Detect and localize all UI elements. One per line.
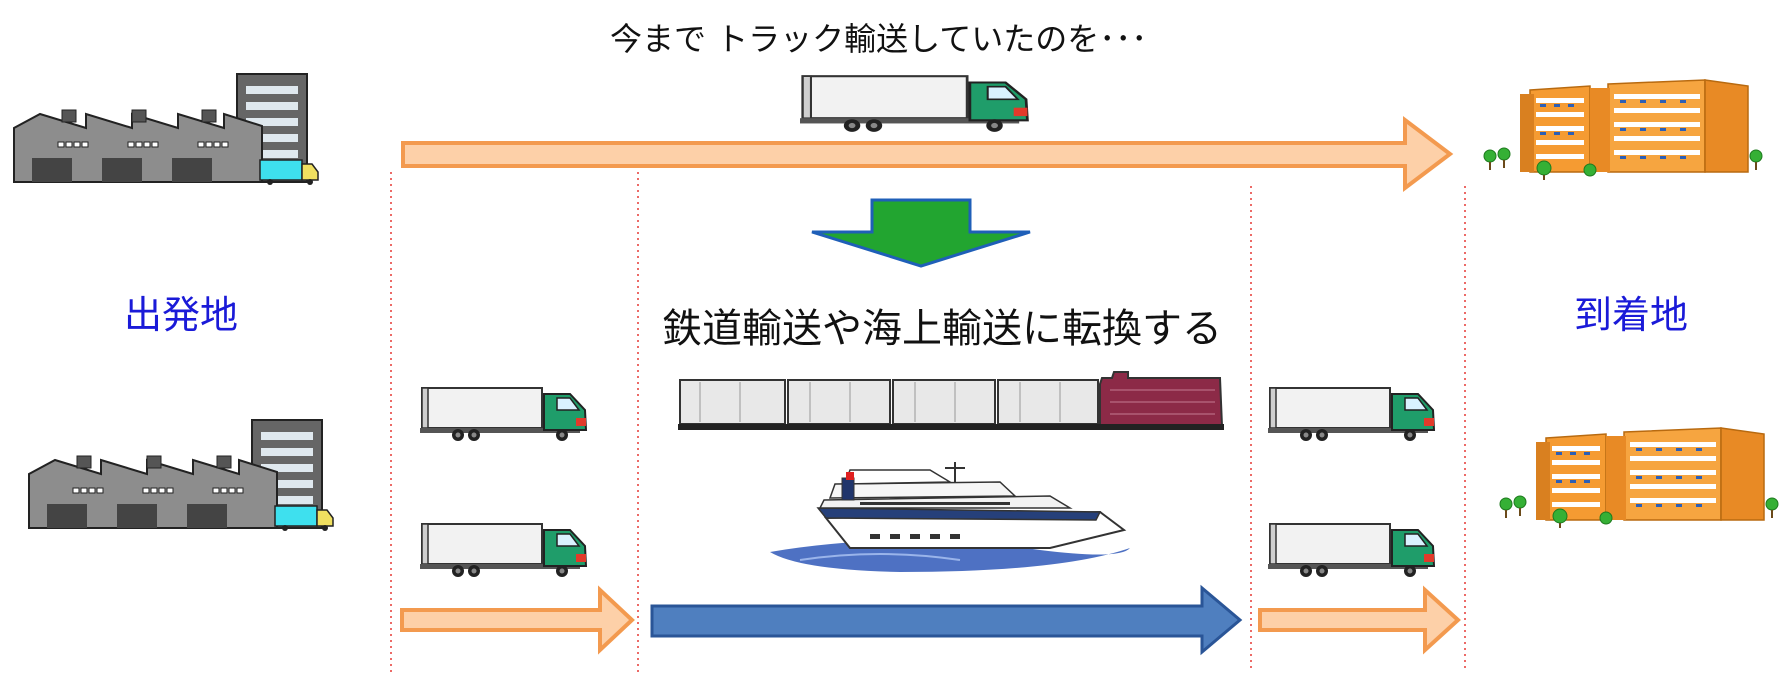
modal-shift-label: 鉄道輸送や海上輸送に転換する (662, 306, 1222, 352)
delivery-truck-arrow (1258, 585, 1461, 655)
delivery-truck-icon (1267, 387, 1435, 442)
pickup-truck-arrow (400, 585, 635, 655)
origin-factory-icon (13, 73, 319, 186)
freight-train-icon (678, 371, 1224, 430)
destination-apartment-building-icon (1483, 79, 1763, 181)
modal-shift-down-arrow (811, 198, 1031, 268)
delivery-truck-icon (1267, 523, 1435, 578)
destination-apartment-building-icon (1499, 427, 1779, 529)
truck-transport-arrow (401, 115, 1454, 193)
top-truck-icon (798, 74, 1029, 134)
destination-label: 到着地 (1574, 293, 1689, 337)
rail-sea-transport-arrow (650, 584, 1243, 656)
origin-label: 出発地 (124, 293, 239, 337)
heading: 今まで トラック輸送していたのを･･･ (610, 20, 1148, 58)
origin-factory-icon (28, 419, 334, 532)
ferry-ship-icon (770, 462, 1130, 572)
pickup-truck-icon (419, 523, 587, 578)
pickup-truck-icon (419, 387, 587, 442)
